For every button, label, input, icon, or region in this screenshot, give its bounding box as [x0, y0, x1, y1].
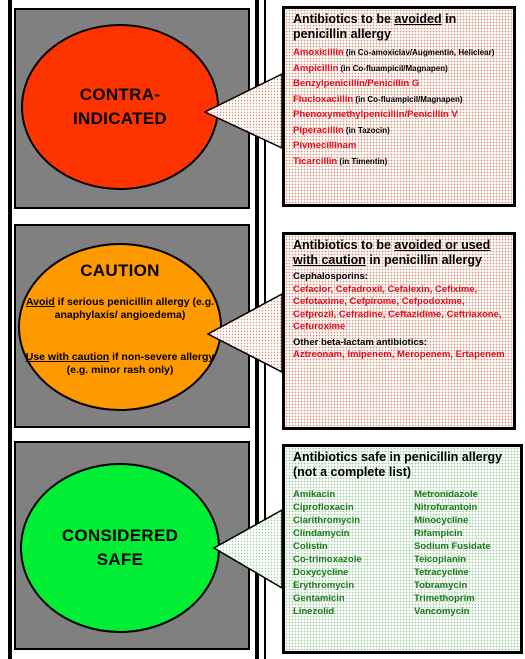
- contra-drug-item: Piperacillin (in Tazocin): [293, 124, 390, 136]
- safe-drug-item: Ciprofloxacin: [293, 502, 354, 513]
- caution-use-label: Use with caution: [25, 351, 110, 363]
- contra-drug-item: Ampicillin (in Co-fluampicil/Magnapen): [293, 62, 448, 74]
- safe-line-1: CONSIDERED: [61, 526, 179, 545]
- other-list: Aztreonam, Imipenem, Meropenem, Ertapene…: [293, 349, 505, 360]
- safe-drug-item: Doxycycline: [293, 567, 349, 578]
- safe-drug-item: Clindamycin: [293, 528, 350, 539]
- safe-drug-item: Sodium Fusidate: [414, 541, 491, 552]
- safe-drug-item: Clarithromycin: [293, 515, 361, 526]
- safe-col-1: Amikacin Ciprofloxacin Clarithromycin Cl…: [293, 488, 414, 618]
- other-heading: Other beta-lactam antibiotics:: [293, 336, 428, 348]
- right-rail-thin: [264, 0, 266, 659]
- safe-line-2: SAFE: [96, 550, 144, 569]
- contra-drug-item: Pivmecillinam: [293, 140, 357, 151]
- caution-title: CAUTION: [80, 261, 160, 280]
- safe-drug-columns: Amikacin Ciprofloxacin Clarithromycin Cl…: [293, 488, 512, 618]
- safe-box: Antibiotics safe in penicillin allergy (…: [282, 444, 523, 654]
- safe-drug-item: Rifampicin: [414, 528, 463, 539]
- safe-drug-item: Teicoplanin: [414, 554, 467, 565]
- caution-avoid-label: Avoid: [25, 296, 55, 308]
- contra-line-1: CONTRA-: [79, 85, 161, 104]
- caution-box-title: Antibiotics to be avoided or used with c…: [293, 238, 491, 267]
- ceph-heading: Cephalosporins:: [293, 271, 368, 282]
- safe-drug-item: Trimethoprim: [414, 593, 475, 604]
- safe-drug-item: Gentamicin: [293, 593, 345, 604]
- safe-drug-item: Vancomycin: [414, 606, 470, 617]
- caution-circle: CAUTION Avoid if serious penicillin alle…: [18, 243, 222, 411]
- contra-drug-item: Phenoxymethylpenicillin/Penicillin V: [293, 109, 458, 120]
- safe-drug-item: Co-trimoxazole: [293, 554, 362, 565]
- safe-circle: CONSIDERED SAFE: [20, 463, 220, 633]
- caution-use-rest: if non-severe allergy (e.g. minor rash o…: [66, 351, 215, 376]
- safe-drug-item: Metronidazole: [414, 489, 478, 500]
- safe-box-title: Antibiotics safe in penicillin allergy (…: [293, 450, 503, 479]
- contra-line-2: INDICATED: [73, 109, 167, 128]
- safe-drug-item: Nitrofurantoin: [414, 502, 478, 513]
- caution-use-text: Use with caution if non-severe allergy (…: [20, 351, 220, 377]
- safe-col-2: Metronidazole Nitrofurantoin Minocycline…: [414, 488, 491, 618]
- right-rail: [255, 0, 259, 659]
- contra-drug-item: Ticarcillin (in Timentin): [293, 155, 388, 167]
- caution-avoid-rest: if serious penicillin allergy (e.g. anap…: [54, 296, 215, 321]
- caution-box: Antibiotics to be avoided or used with c…: [282, 232, 516, 430]
- safe-drug-item: Minocycline: [414, 515, 469, 526]
- contra-drug-item: Benzylpenicillin/Penicillin G: [293, 78, 420, 89]
- contra-box: Antibiotics to be avoided in penicillin …: [282, 6, 516, 207]
- ceph-list: Cefaclor, Cefadroxil, Cefalexin, Cefixim…: [293, 283, 502, 333]
- caution-avoid-text: Avoid if serious penicillin allergy (e.g…: [20, 296, 220, 322]
- left-rail: [8, 0, 12, 659]
- safe-drug-item: Tetracycline: [414, 567, 469, 578]
- contra-circle: CONTRA- INDICATED: [21, 24, 219, 190]
- safe-drug-item: Amikacin: [293, 489, 336, 500]
- safe-drug-item: Linezolid: [293, 606, 335, 617]
- safe-drug-item: Colistin: [293, 541, 328, 552]
- contra-drug-item: Amoxicillin (in Co-amoxiclav/Augmentin, …: [293, 47, 495, 58]
- safe-drug-item: Tobramycin: [414, 580, 468, 591]
- contra-box-title: Antibiotics to be avoided in penicillin …: [293, 12, 457, 41]
- safe-drug-item: Erythromycin: [293, 580, 355, 591]
- contra-drug-item: Flucloxacillin (in Co-fluampicil/Magnape…: [293, 93, 463, 105]
